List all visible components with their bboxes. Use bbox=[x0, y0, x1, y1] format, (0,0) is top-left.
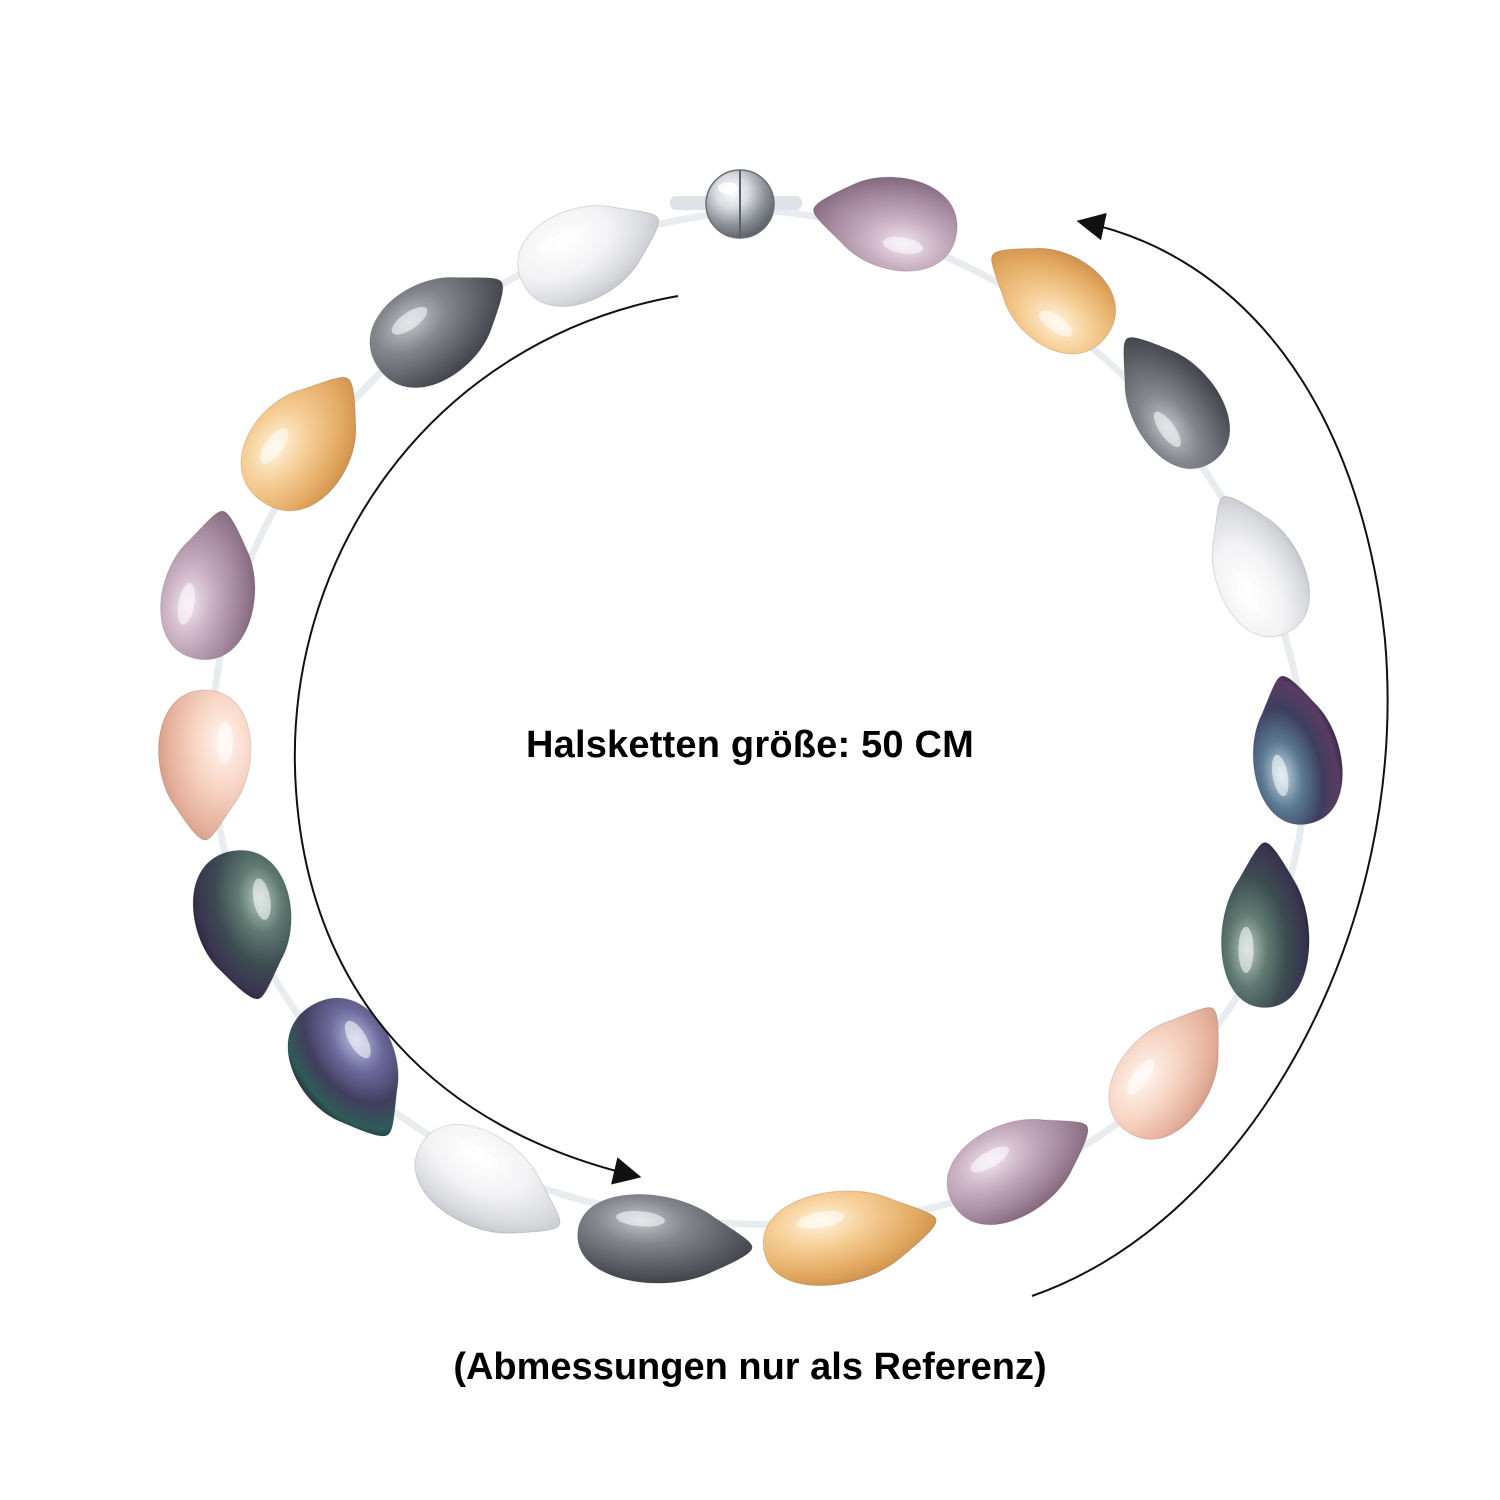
pearl-bead bbox=[1252, 675, 1343, 825]
pearl-bead bbox=[369, 277, 504, 389]
pearl-bead bbox=[577, 1194, 753, 1284]
measure-arrow-right bbox=[1031, 212, 1389, 1297]
clasp-icon bbox=[670, 169, 802, 239]
pearl-bead bbox=[517, 205, 660, 307]
measure-arrow-left bbox=[293, 295, 679, 1185]
pearl-bead bbox=[414, 1124, 561, 1234]
pearl-bead bbox=[1211, 496, 1311, 638]
pearl-bead bbox=[1123, 337, 1231, 469]
pearl-bead bbox=[1108, 1007, 1219, 1140]
pearl-bead bbox=[813, 176, 958, 272]
pearl-bead bbox=[1220, 841, 1310, 1009]
necklace-size-label: Halsketten größe: 50 CM bbox=[525, 724, 975, 766]
pearl-bead bbox=[991, 247, 1117, 355]
pearl-bead bbox=[762, 1190, 937, 1287]
pearl-bead bbox=[946, 1118, 1089, 1226]
pearl-bead bbox=[240, 376, 357, 512]
dimensions-disclaimer: (Abmessungen nur als Referenz) bbox=[453, 1346, 1047, 1388]
pearl-bead bbox=[192, 849, 292, 1000]
pearl-bead bbox=[160, 510, 256, 661]
pearl-bead bbox=[158, 689, 252, 841]
